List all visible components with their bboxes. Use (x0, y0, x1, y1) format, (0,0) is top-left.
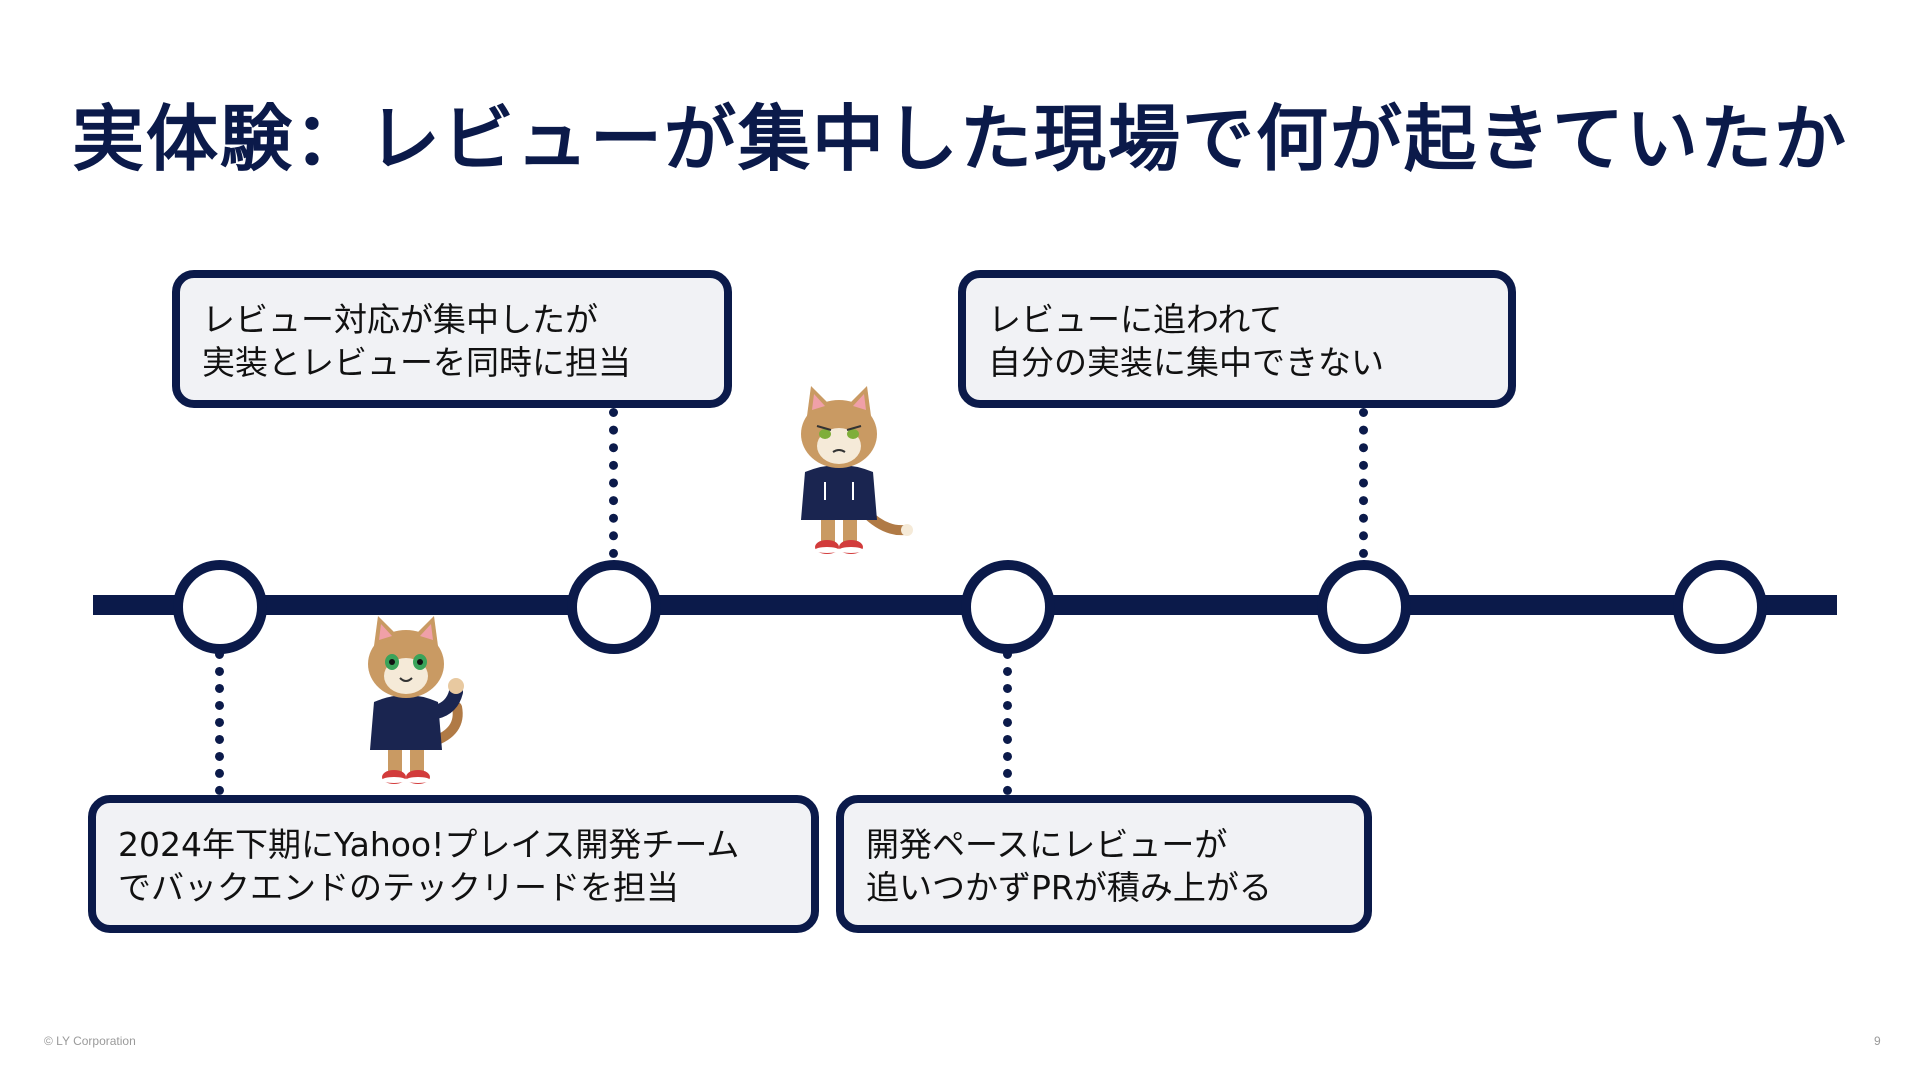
connector-2 (609, 408, 618, 558)
timeline-node-2 (567, 560, 661, 654)
callout-chased-by-review: レビューに追われて 自分の実装に集中できない (958, 270, 1516, 408)
connector-3 (1003, 650, 1012, 795)
cat-worried-icon (801, 386, 913, 554)
page-number: 9 (1874, 1034, 1881, 1048)
footer-copyright: © LY Corporation (44, 1034, 136, 1048)
callout-text-line: 開発ペースにレビューが (866, 825, 1228, 864)
callout-text-line: レビュー対応が集中したが (202, 300, 598, 339)
callout-text-line: でバックエンドのテックリードを担当 (118, 868, 679, 907)
timeline-node-5 (1673, 560, 1767, 654)
slide-title: 実体験：レビューが集中した現場で何が起きていたか (71, 97, 1848, 181)
timeline-node-4 (1317, 560, 1411, 654)
callout-text-line: レビューに追われて (988, 300, 1283, 339)
connector-4 (1359, 408, 1368, 558)
timeline-node-3 (961, 560, 1055, 654)
callout-text-line: 2024年下期にYahoo!プレイス開発チーム (118, 825, 740, 864)
timeline-node-1 (173, 560, 267, 654)
callout-pr-pile-up: 開発ペースにレビューが 追いつかずPRが積み上がる (836, 795, 1372, 933)
callout-text-line: 自分の実装に集中できない (988, 343, 1384, 382)
callout-review-concentrated: レビュー対応が集中したが 実装とレビューを同時に担当 (172, 270, 732, 408)
callout-text-line: 追いつかずPRが積み上がる (866, 868, 1272, 907)
cat-thumbs-up-icon (368, 616, 464, 784)
connector-1 (215, 650, 224, 795)
callout-text-line: 実装とレビューを同時に担当 (202, 343, 631, 382)
callout-tech-lead: 2024年下期にYahoo!プレイス開発チーム でバックエンドのテックリードを担… (88, 795, 819, 933)
